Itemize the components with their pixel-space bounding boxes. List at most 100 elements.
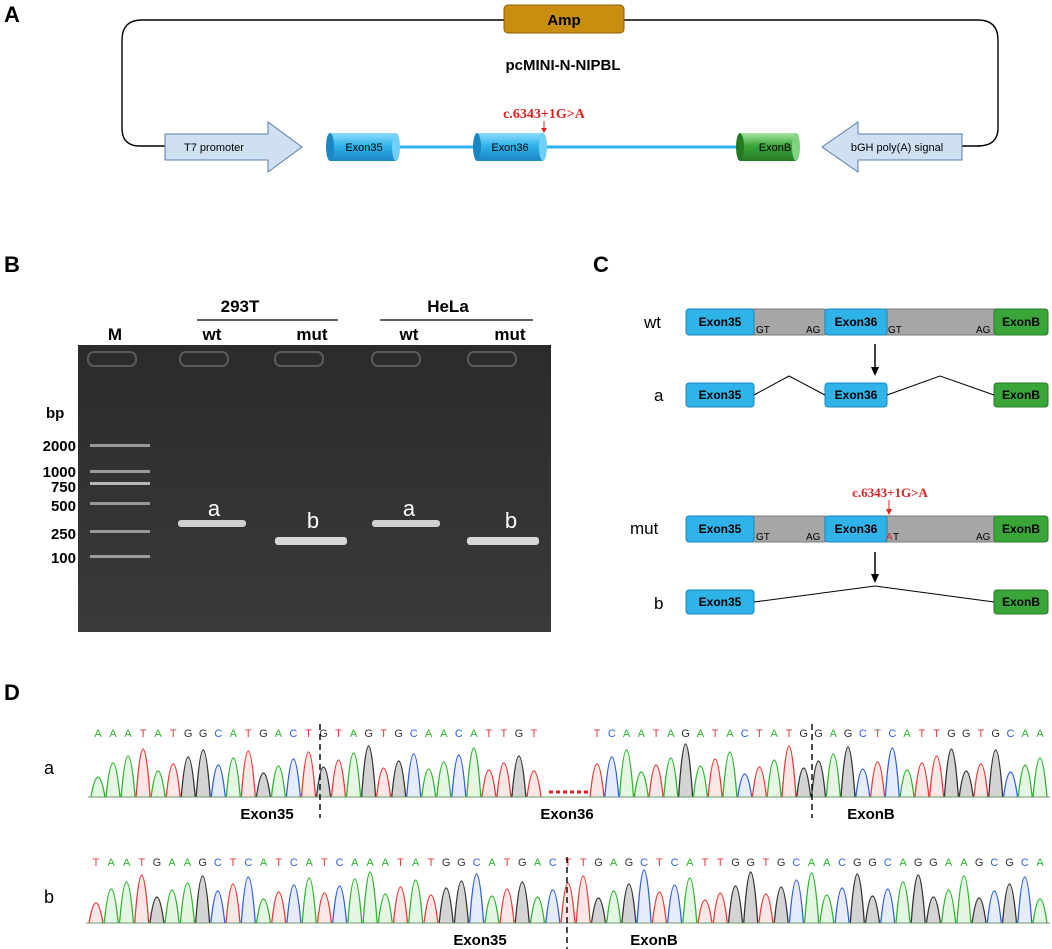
mutation-label-c: c.6343+1G>A: [852, 485, 928, 500]
chromatogram-peak: [135, 748, 151, 798]
chromatogram-peak: [606, 890, 622, 924]
bp-label: bp: [46, 405, 64, 422]
base-letter: A: [697, 728, 705, 740]
base-letter: T: [140, 728, 147, 740]
base-letter: A: [610, 857, 618, 869]
base-letter: C: [792, 857, 800, 869]
base-letter: C: [336, 857, 344, 869]
mut-exon35: Exon35: [699, 522, 742, 536]
chromatogram-peak: [758, 893, 774, 924]
base-letter: C: [1021, 857, 1029, 869]
chromatogram-peak: [105, 762, 121, 798]
chromatogram-peak: [633, 771, 649, 798]
a-construct: [685, 375, 1049, 408]
chromatogram-peak: [300, 751, 317, 798]
base-letter: T: [565, 857, 572, 869]
a-exon35-label: Exon35: [240, 806, 293, 823]
mut-at-a: A: [886, 532, 893, 543]
chromatogram-peak: [421, 768, 437, 798]
chromatogram-peak: [692, 765, 709, 798]
chromatogram-peak: [316, 892, 333, 924]
exonb-cylinder: [736, 133, 800, 161]
base-letter: C: [214, 728, 222, 740]
base-letter: G: [199, 728, 208, 740]
plasmid-name: pcMINI-N-NIPBL: [506, 57, 621, 74]
chromatogram-peak: [712, 892, 728, 924]
ladder-250: 250: [51, 526, 76, 543]
chromatogram-peak: [590, 897, 607, 924]
chromatogram-peak: [499, 888, 515, 924]
chromatogram-peak: [895, 881, 911, 924]
chromatogram-peak: [988, 749, 1004, 798]
chromatogram-peak: [810, 760, 827, 798]
chromatogram-peak: [347, 878, 363, 924]
base-letter: A: [425, 728, 433, 740]
exon35-cylinder: [326, 133, 400, 161]
base-letter: T: [874, 728, 881, 740]
chromatogram-peak: [560, 882, 576, 924]
base-letter: A: [470, 728, 478, 740]
exon36-label-a: Exon36: [491, 142, 528, 154]
panel-letter-c: C: [593, 252, 609, 277]
b-exon35-label: Exon35: [453, 932, 506, 949]
base-letter: A: [306, 857, 314, 869]
chromatogram-peak: [849, 873, 865, 924]
chromatogram-peak: [986, 890, 1002, 924]
base-letter: A: [366, 857, 374, 869]
chromatogram-peak: [869, 761, 886, 798]
base-letter: C: [888, 728, 896, 740]
chromatogram-peak: [271, 891, 287, 924]
chromatogram-peak: [451, 754, 467, 798]
base-letter: A: [903, 728, 911, 740]
base-letter: T: [933, 728, 940, 740]
chromatogram-peak: [331, 885, 348, 924]
plasmid-backbone: [121, 19, 999, 147]
chromatogram-peak: [375, 767, 392, 798]
lane-mut1-label: mut: [296, 325, 328, 344]
base-letter: G: [259, 728, 268, 740]
base-letter: T: [594, 728, 601, 740]
base-letter: C: [214, 857, 222, 869]
wt-ag1: AG: [806, 325, 821, 336]
chromatogram-peak: [270, 765, 287, 798]
ladder-750: 750: [51, 479, 76, 496]
a-exon35: Exon35: [699, 388, 742, 402]
chromatogram-peak: [210, 890, 226, 924]
band-293t-mut: [275, 537, 347, 545]
chromatogram-peak: [666, 884, 683, 924]
chromatogram-peak: [150, 770, 166, 798]
base-letter: C: [640, 857, 648, 869]
b-exonb-label: ExonB: [630, 932, 678, 949]
base-letter: T: [170, 728, 177, 740]
base-letter: G: [777, 857, 786, 869]
base-letter: C: [884, 857, 892, 869]
base-letter: G: [515, 728, 524, 740]
chromatogram-peak: [468, 873, 485, 924]
chromatogram-peak: [164, 889, 180, 924]
chromatogram-peak: [737, 773, 753, 798]
base-letter: T: [531, 728, 538, 740]
base-letter: A: [275, 728, 283, 740]
gel-wells: [87, 351, 517, 367]
base-letter: T: [978, 728, 985, 740]
chromatogram-peak: [436, 761, 452, 798]
wt-gt2: GT: [888, 325, 902, 336]
base-letter: G: [799, 728, 808, 740]
row-label-mut: mut: [630, 519, 659, 538]
b-construct: [685, 585, 1049, 615]
base-letter: A: [771, 728, 779, 740]
chromatogram-peak: [90, 776, 106, 798]
base-letter: T: [580, 857, 587, 869]
chromatogram-peak: [943, 748, 960, 798]
base-letter: A: [945, 857, 953, 869]
chromatogram-peak: [286, 884, 302, 924]
mut-gt1: GT: [756, 532, 770, 543]
chromatogram-peak: [526, 770, 542, 798]
chromatogram-peak: [604, 756, 620, 798]
base-letter: A: [808, 857, 816, 869]
chromatogram-peak: [330, 759, 347, 798]
base-letter: C: [990, 857, 998, 869]
base-letter: G: [625, 857, 634, 869]
chromatogram-peak: [648, 764, 664, 798]
chromatogram-peak: [651, 891, 668, 924]
